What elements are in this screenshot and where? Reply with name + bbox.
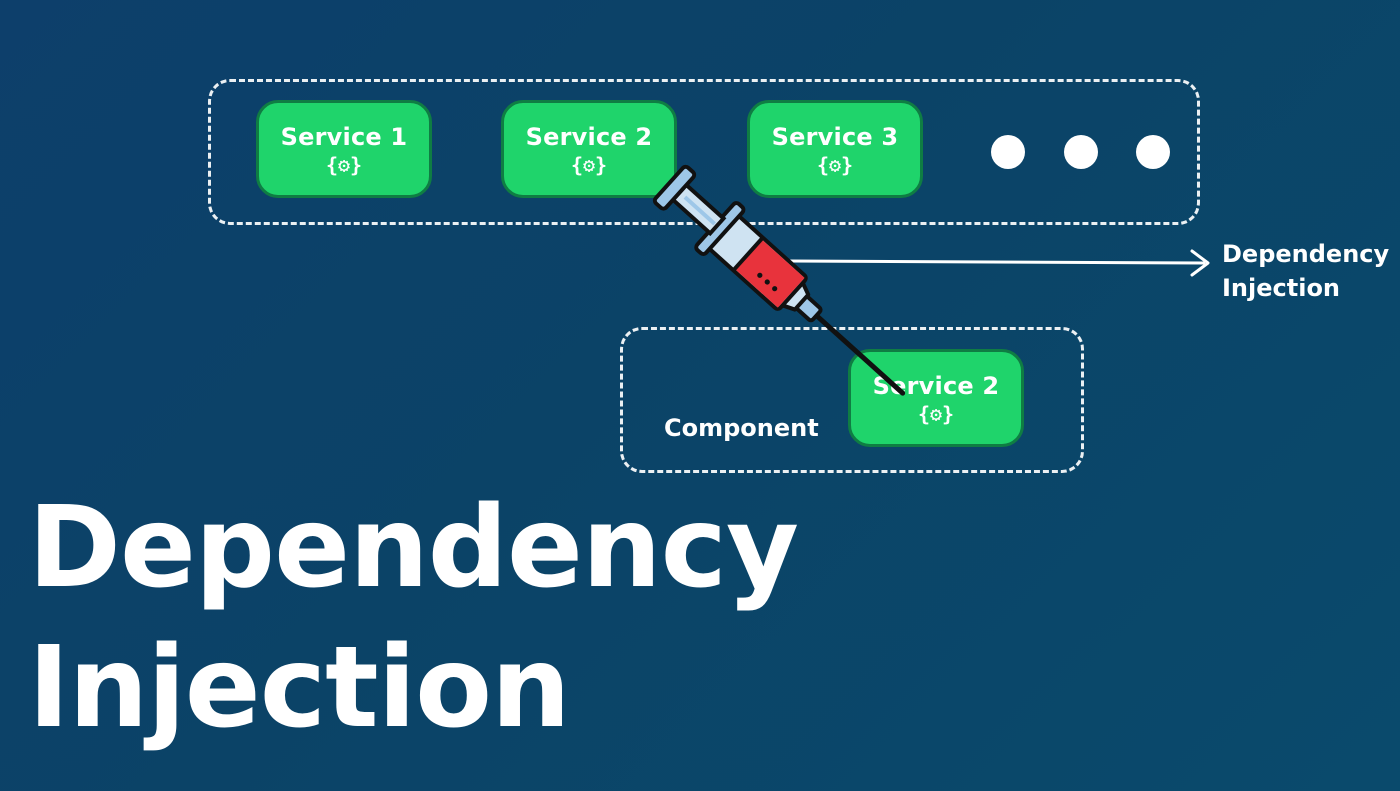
syringe-icon xyxy=(652,164,906,396)
gear-code-icon: {⚙} xyxy=(816,153,854,177)
arrow-right-icon xyxy=(789,249,1210,277)
dependency-injection-annotation: Dependency Injection xyxy=(1222,237,1400,305)
gear-code-icon: {⚙} xyxy=(917,402,955,426)
service-card-2: Service 2 {⚙} xyxy=(501,100,677,198)
service-card-1: Service 1 {⚙} xyxy=(256,100,432,198)
service-label: Service 1 xyxy=(280,123,408,151)
annotation-line-1: Dependency xyxy=(1222,240,1390,268)
service-label: Service 2 xyxy=(525,123,653,151)
component-label: Component xyxy=(664,414,819,442)
component-container xyxy=(620,327,1084,473)
title-line-1: Dependency xyxy=(28,483,799,613)
gear-code-icon: {⚙} xyxy=(570,153,608,177)
ellipsis-dot xyxy=(1136,135,1170,169)
gear-code-icon: {⚙} xyxy=(325,153,363,177)
ellipsis-dot xyxy=(991,135,1025,169)
injected-service-card: Service 2 {⚙} xyxy=(848,349,1024,447)
annotation-line-2: Injection xyxy=(1222,274,1341,302)
title-line-2: Injection xyxy=(28,623,571,753)
ellipsis-dot xyxy=(1064,135,1098,169)
service-card-3: Service 3 {⚙} xyxy=(747,100,923,198)
page-title: Dependency Injection xyxy=(28,478,799,758)
service-label: Service 3 xyxy=(771,123,899,151)
